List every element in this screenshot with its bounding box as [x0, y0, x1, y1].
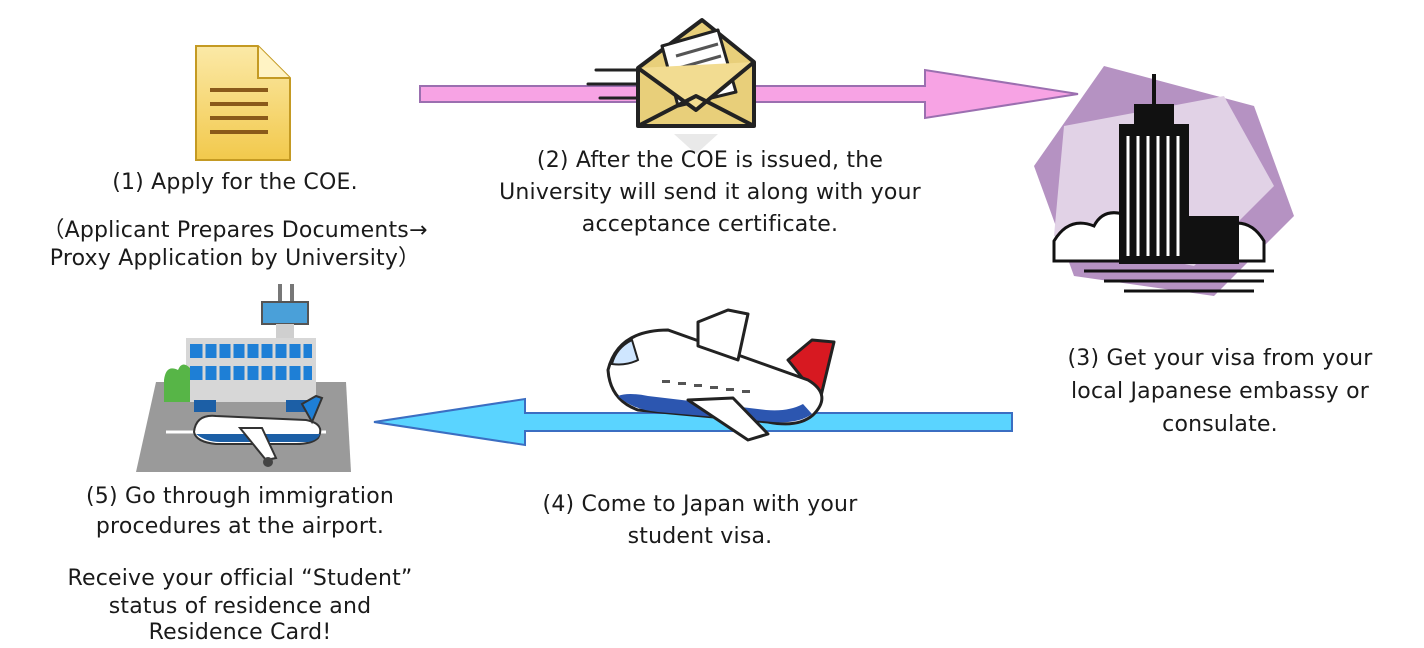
step3-line2: local Japanese embassy or — [1071, 379, 1369, 404]
airplane-icon — [606, 308, 836, 442]
step5-note-line2: status of residence and — [108, 594, 372, 619]
step4-line1: (4) Come to Japan with your — [542, 492, 858, 517]
step5-line1: (5) Go through immigration — [85, 484, 394, 509]
envelope-icon — [586, 18, 756, 154]
step1-label: (1) Apply for the COE. — [112, 170, 358, 195]
step1-note-line1: （Applicant Prepares Documents→ — [42, 218, 428, 243]
step3-line1: (3) Get your visa from your — [1067, 346, 1373, 371]
airport-icon — [136, 284, 351, 472]
document-icon — [195, 45, 291, 161]
embassy-building-icon — [1034, 66, 1294, 296]
step2-line3: acceptance certificate. — [581, 212, 839, 237]
step5-note-line3: Residence Card! — [148, 620, 332, 645]
step2-line2: University will send it along with your — [499, 180, 921, 205]
step5-line2: procedures at the airport. — [95, 514, 385, 539]
step1-note-line2: Proxy Application by University） — [49, 246, 421, 271]
step3-line3: consulate. — [1162, 412, 1278, 437]
step4-line2: student visa. — [627, 524, 773, 549]
step2-line1: (2) After the COE is issued, the — [536, 148, 884, 173]
step5-note-line1: Receive your official “Student” — [67, 566, 413, 591]
